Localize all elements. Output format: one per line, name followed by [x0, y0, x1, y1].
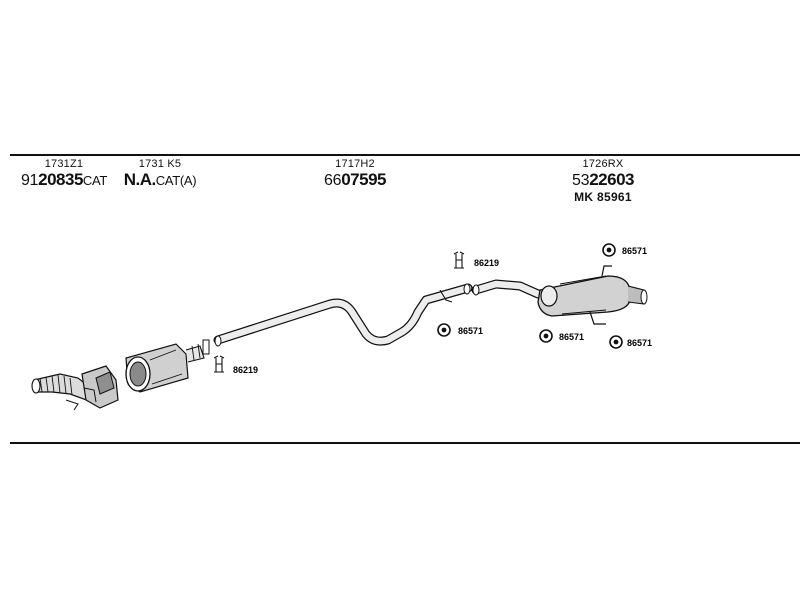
callout-hanger-bottom-a: 86571	[559, 332, 584, 342]
callout-hanger-mid: 86571	[458, 326, 483, 336]
rubber-hanger-icon	[437, 323, 451, 337]
part-number: N.A.CAT(A)	[123, 170, 197, 189]
rubber-hanger-icon	[539, 329, 553, 343]
callout-clamp-front: 86219	[233, 365, 258, 375]
bottom-divider	[10, 442, 800, 444]
clamp-icon	[213, 355, 225, 373]
top-divider	[10, 154, 800, 156]
part-number: 5322603	[572, 170, 634, 189]
part-number: 9120835CAT	[20, 170, 108, 189]
part-ref: 1717H2	[335, 158, 375, 170]
rear-catalyst	[125, 339, 210, 393]
mounting-kit-number: MK 85961	[574, 190, 632, 204]
front-flex-pipe	[31, 373, 97, 403]
middle-pipe	[213, 283, 473, 347]
part-label-middle-pipe: 1717H2 6607595	[310, 158, 400, 190]
callout-hanger-bottom-b: 86571	[627, 338, 652, 348]
rubber-hanger-icon	[609, 335, 623, 349]
clamp-icon	[453, 251, 465, 269]
part-ref: 1731Z1	[44, 158, 84, 170]
callout-clamp-rear: 86219	[474, 258, 499, 268]
callout-hanger-top-right: 86571	[622, 246, 647, 256]
rear-silencer	[439, 265, 648, 325]
part-ref: 1726RX	[582, 158, 624, 170]
part-label-rear-silencer: 1726RX 5322603 MK 85961	[558, 158, 648, 204]
part-label-catalyst-front: 1731Z1 9120835CAT	[18, 158, 110, 190]
front-catalyst	[65, 365, 119, 411]
rubber-hanger-icon	[602, 243, 616, 257]
part-number: 6607595	[324, 170, 386, 189]
part-label-catalyst-rear: 1731 K5 N.A.CAT(A)	[118, 158, 202, 190]
part-ref: 1731 K5	[138, 158, 182, 170]
